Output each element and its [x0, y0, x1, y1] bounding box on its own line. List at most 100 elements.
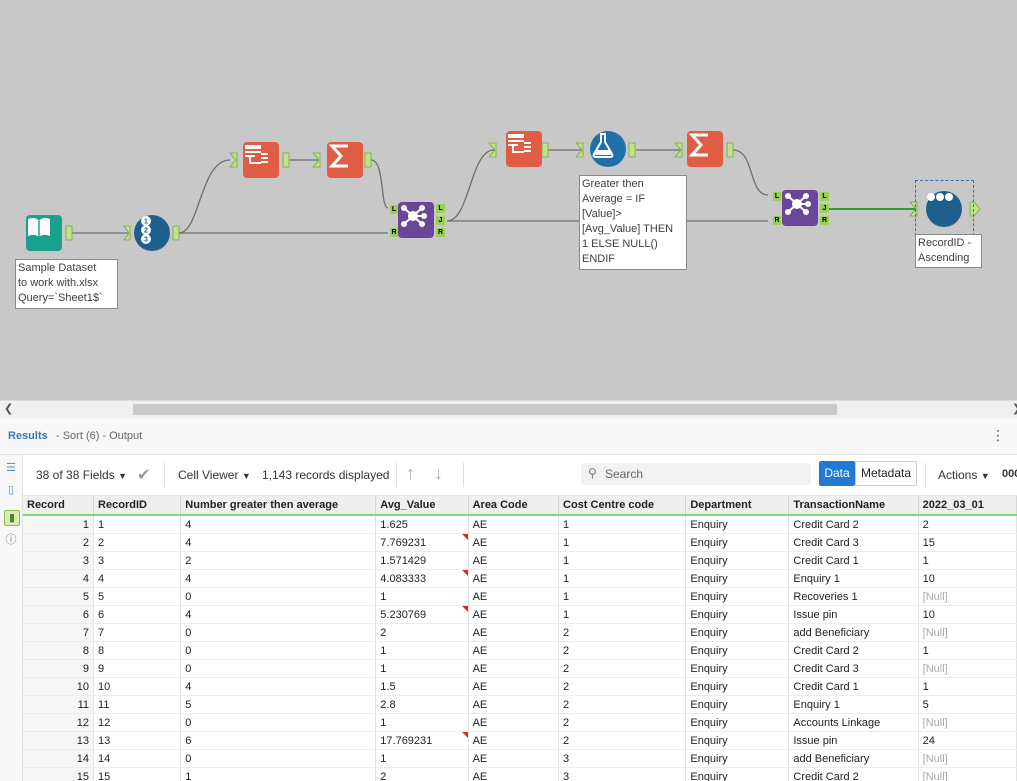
table-cell[interactable]: 10: [918, 569, 1017, 588]
message-icon[interactable]: ▯: [7, 484, 15, 496]
table-cell[interactable]: Enquiry: [685, 695, 790, 714]
table-cell[interactable]: 4: [180, 515, 377, 534]
book-icon[interactable]: [26, 215, 62, 251]
record-number-cell[interactable]: 2: [23, 533, 95, 552]
table-cell[interactable]: Accounts Linkage: [788, 713, 919, 732]
table-cell[interactable]: 2.8: [375, 695, 469, 714]
table-cell[interactable]: [Null]: [918, 749, 1017, 768]
table-cell[interactable]: 6: [93, 605, 182, 624]
record-number-cell[interactable]: 15: [23, 767, 95, 781]
search-input[interactable]: ⚲ Search: [581, 463, 811, 485]
table-cell[interactable]: 6: [180, 731, 377, 750]
arrow-down-icon[interactable]: ↓: [434, 463, 443, 483]
record-number-cell[interactable]: 5: [23, 587, 95, 606]
table-cell[interactable]: 24: [918, 731, 1017, 750]
table-cell[interactable]: [Null]: [918, 767, 1017, 781]
kebab-icon[interactable]: ⋮: [991, 427, 1005, 443]
table-cell[interactable]: Enquiry: [685, 731, 790, 750]
table-cell[interactable]: AE: [468, 695, 560, 714]
table-cell[interactable]: 13: [93, 731, 182, 750]
table-cell[interactable]: 1: [558, 569, 687, 588]
table-cell[interactable]: 15: [918, 533, 1017, 552]
table-cell[interactable]: Credit Card 2: [788, 767, 919, 781]
record-number-cell[interactable]: 8: [23, 641, 95, 660]
table-cell[interactable]: 4: [180, 569, 377, 588]
table-cell[interactable]: 1: [180, 767, 377, 781]
table-cell[interactable]: AE: [468, 605, 560, 624]
table-cell[interactable]: 1: [558, 587, 687, 606]
sigma-icon[interactable]: [327, 142, 363, 178]
table-cell[interactable]: 10: [918, 605, 1017, 624]
table-cell[interactable]: 1: [558, 515, 687, 534]
table-cell[interactable]: AE: [468, 551, 560, 570]
table-cell[interactable]: 2: [93, 533, 182, 552]
table-cell[interactable]: 7: [93, 623, 182, 642]
table-cell[interactable]: Credit Card 2: [788, 515, 919, 534]
record-number-cell[interactable]: 4: [23, 569, 95, 588]
record-number-cell[interactable]: 10: [23, 677, 95, 696]
table-cell[interactable]: Enquiry: [685, 641, 790, 660]
table-cell[interactable]: Enquiry: [685, 515, 790, 534]
table-cell[interactable]: 0: [180, 641, 377, 660]
table-cell[interactable]: Enquiry: [685, 569, 790, 588]
table-cell[interactable]: Credit Card 1: [788, 551, 919, 570]
table-cell[interactable]: 11: [93, 695, 182, 714]
table-cell[interactable]: 15: [93, 767, 182, 781]
table-cell[interactable]: 2: [180, 551, 377, 570]
join2-left-output-anchor[interactable]: L: [820, 192, 829, 201]
join-left-output-anchor[interactable]: L: [436, 204, 445, 213]
list-icon[interactable]: ☰: [6, 462, 16, 474]
join2-right-input-anchor[interactable]: R: [773, 216, 781, 225]
table-cell[interactable]: [Null]: [918, 713, 1017, 732]
table-cell[interactable]: Enquiry: [685, 677, 790, 696]
table-cell[interactable]: Enquiry: [685, 605, 790, 624]
table-cell[interactable]: AE: [468, 767, 560, 781]
table-cell[interactable]: 1: [918, 551, 1017, 570]
column-header[interactable]: Record: [23, 496, 95, 516]
record-number-cell[interactable]: 13: [23, 731, 95, 750]
table-cell[interactable]: 3: [558, 749, 687, 768]
table-cell[interactable]: Recoveries 1: [788, 587, 919, 606]
table-cell[interactable]: 4: [180, 605, 377, 624]
table-cell[interactable]: Issue pin: [788, 731, 919, 750]
scroll-left-icon[interactable]: ❮: [4, 403, 14, 415]
data-output-icon[interactable]: ▮: [4, 510, 20, 526]
table-cell[interactable]: 1: [918, 641, 1017, 660]
table-cell[interactable]: AE: [468, 659, 560, 678]
table-cell[interactable]: Enquiry: [685, 551, 790, 570]
table-cell[interactable]: 17.769231: [375, 731, 469, 750]
table-cell[interactable]: 1: [918, 677, 1017, 696]
select-icon[interactable]: [243, 142, 279, 178]
column-header[interactable]: Cost Centre code: [558, 496, 687, 516]
join-join-output-anchor[interactable]: J: [436, 216, 445, 225]
table-cell[interactable]: 5.230769: [375, 605, 469, 624]
join-icon[interactable]: [398, 202, 434, 238]
table-cell[interactable]: AE: [468, 713, 560, 732]
table-cell[interactable]: AE: [468, 731, 560, 750]
sigma-icon[interactable]: [687, 131, 723, 167]
table-cell[interactable]: 14: [93, 749, 182, 768]
table-cell[interactable]: 2: [558, 623, 687, 642]
actions-dropdown[interactable]: Actions ▼: [938, 468, 990, 482]
table-cell[interactable]: 2: [558, 731, 687, 750]
dots-icon[interactable]: [926, 191, 962, 227]
toolbar-extra[interactable]: 000: [1002, 468, 1017, 480]
table-cell[interactable]: 8: [93, 641, 182, 660]
join2-right-output-anchor[interactable]: R: [820, 216, 829, 225]
table-cell[interactable]: 1.571429: [375, 551, 469, 570]
table-cell[interactable]: 1: [558, 605, 687, 624]
table-cell[interactable]: 1.5: [375, 677, 469, 696]
table-cell[interactable]: Enquiry: [685, 749, 790, 768]
